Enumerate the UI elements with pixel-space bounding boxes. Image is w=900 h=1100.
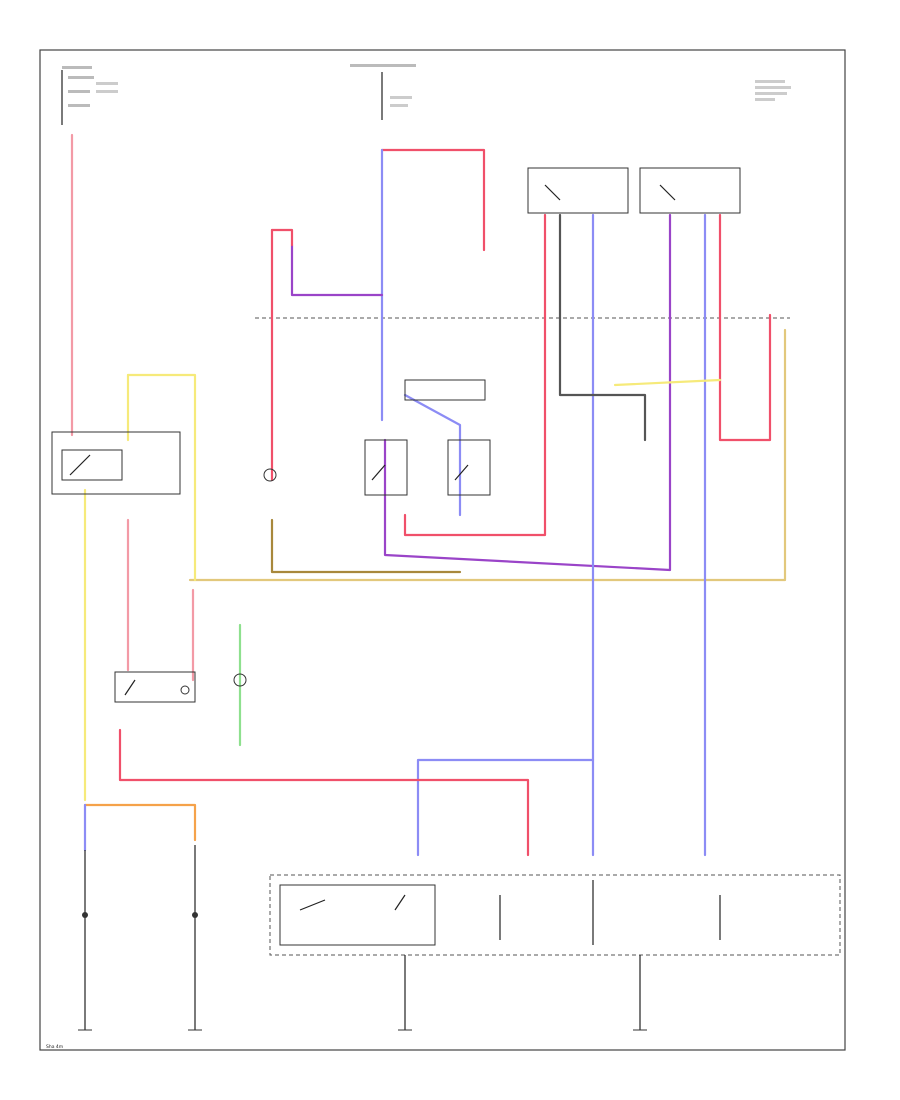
relay-connector — [404, 379, 486, 401]
wire-blue-lower — [416, 758, 595, 857]
wire-olive-bus — [270, 518, 462, 574]
wire-yellow-left — [126, 373, 197, 582]
left-headlight-relay — [364, 439, 408, 496]
right-headlight-relay — [447, 439, 491, 496]
wire-ground-1 — [558, 213, 647, 442]
wire-red-top — [380, 148, 486, 252]
wire-tan-bus — [188, 328, 787, 582]
wire-yellow-short — [613, 378, 722, 387]
wire-blue-inner — [403, 393, 462, 517]
headlight-relay-hi-box — [639, 167, 741, 214]
headlight-switch-box — [279, 884, 436, 946]
headlight-relay-lo-box — [527, 167, 629, 214]
wire-violet-right — [383, 213, 672, 572]
fog-switch — [114, 671, 196, 703]
fog-relay-inner — [61, 449, 123, 481]
indicator-lamp-icon — [233, 673, 247, 687]
wire-red-hl-feed — [270, 228, 294, 247]
engine-compartment-label — [755, 80, 791, 101]
lamp-icon — [263, 468, 277, 482]
wire-red-lower-loop — [118, 728, 530, 857]
left-fog-lamp — [82, 850, 88, 1030]
diagram-frame — [39, 49, 846, 1051]
corner-text: Sha 4m — [46, 1044, 63, 1050]
hot-at-all-times-label — [61, 66, 118, 125]
combination-switch-outline — [269, 874, 841, 956]
wire-violet-hl — [290, 243, 384, 297]
right-fog-lamp — [192, 845, 198, 1030]
hot-in-run-label — [350, 64, 416, 120]
wire-orange-fog — [83, 803, 197, 842]
fog-lamp-relay — [51, 431, 181, 495]
wire-red-relay — [403, 213, 547, 537]
wire-red-right — [718, 213, 772, 442]
